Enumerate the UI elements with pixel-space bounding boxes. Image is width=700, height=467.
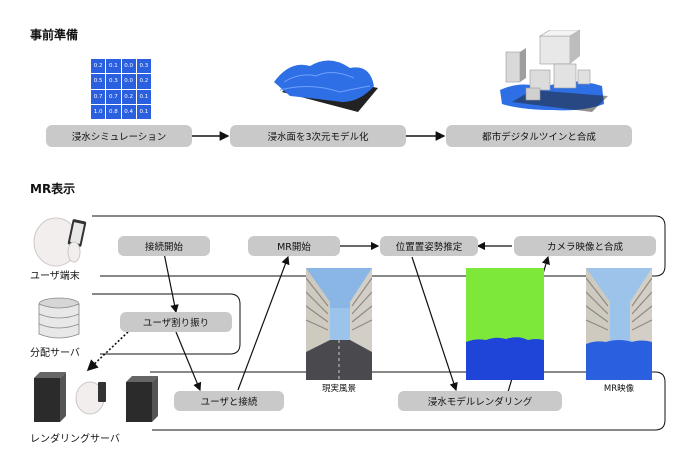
real-scene-image	[306, 268, 372, 380]
grid-cell: 1.0	[91, 104, 106, 119]
grid-cell: 0.1	[106, 59, 121, 74]
step-connect-start: 接続開始	[118, 236, 210, 256]
step-camera-composite: カメラ映像と合成	[514, 236, 656, 256]
mr-video-image	[586, 268, 652, 380]
label-mr-video: MR映像	[603, 384, 635, 394]
grid-cell: 0.2	[91, 59, 106, 74]
simulation-value-grid: 0.2 0.1 0.0 0.3 0.5 0.3 0.0 0.2 0.7 0.7 …	[90, 58, 152, 120]
water-surface-illustration	[274, 60, 378, 112]
grid-cell: 0.3	[106, 74, 121, 89]
distribution-server-icon	[38, 297, 80, 339]
grid-cell: 0.2	[121, 89, 136, 104]
label-rendering-server: レンダリングサーバ	[30, 434, 120, 445]
label-user-terminal: ユーザ端末	[30, 271, 80, 282]
step-digital-twin-composite: 都市デジタルツインと合成	[446, 125, 632, 147]
grid-cell: 0.1	[136, 89, 151, 104]
rendering-server-icon	[34, 372, 158, 422]
grid-cell: 0.4	[121, 104, 136, 119]
grid-cell: 0.1	[136, 104, 151, 119]
step-inundation-simulation: 浸水シミュレーション	[46, 125, 192, 147]
section-title-mr: MR表示	[30, 182, 76, 196]
user-terminal-icon	[33, 217, 87, 267]
grid-cell: 0.7	[106, 89, 121, 104]
step-mr-start: MR開始	[248, 236, 340, 256]
grid-cell: 0.8	[106, 104, 121, 119]
rendered-mask-image	[466, 268, 544, 380]
step-pose-estimation: 位置置姿勢推定	[380, 236, 478, 256]
step-surface-3d-model: 浸水面を3次元モデル化	[230, 125, 406, 147]
step-rendering: 浸水モデルレンダリング	[398, 391, 562, 411]
grid-cell: 0.7	[91, 89, 106, 104]
step-user-assign: ユーザ割り振り	[120, 312, 232, 332]
step-user-connect: ユーザと接続	[174, 391, 284, 411]
grid-cell: 0.0	[121, 59, 136, 74]
grid-cell: 0.2	[136, 74, 151, 89]
grid-cell: 0.3	[136, 59, 151, 74]
grid-cell: 0.0	[121, 74, 136, 89]
digital-twin-illustration	[500, 30, 608, 112]
section-title-preparation: 事前準備	[30, 28, 79, 42]
grid-cell: 0.5	[91, 74, 106, 89]
label-distribution-server: 分配サーバ	[30, 348, 80, 359]
label-real-scene: 現実風景	[321, 384, 356, 394]
